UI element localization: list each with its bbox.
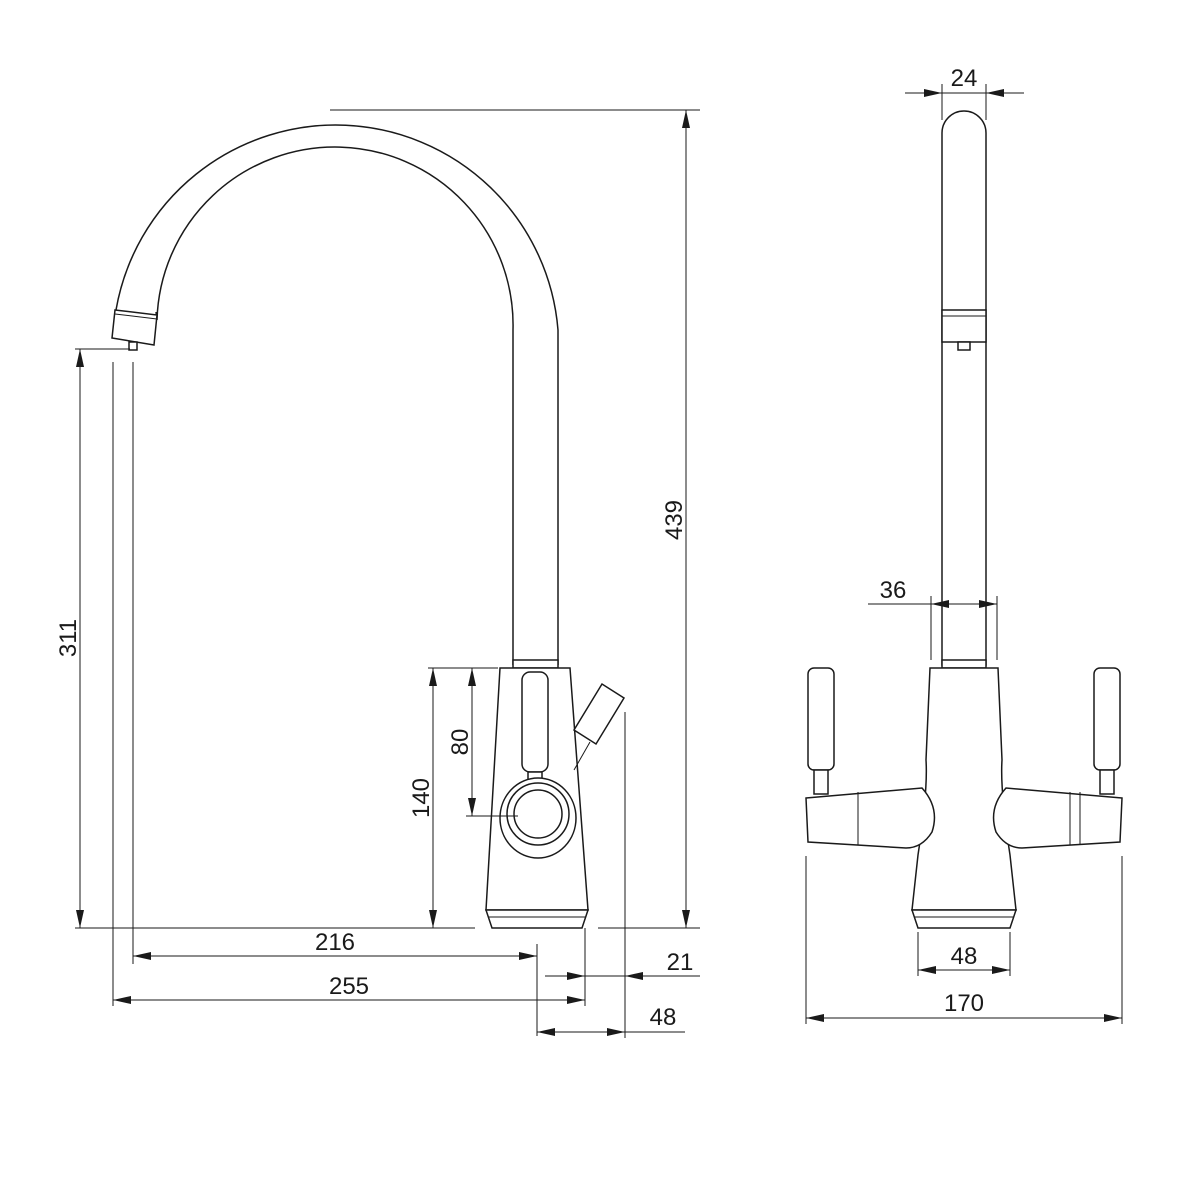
dim-255-label: 255 (329, 973, 369, 1000)
side-handle (572, 682, 626, 771)
dim-24-label: 24 (951, 65, 978, 92)
dim-48-side: 48 (537, 712, 685, 1038)
dim-439-label: 439 (661, 500, 688, 540)
left-handle (805, 667, 936, 849)
dim-48-front: 48 (917, 932, 1011, 976)
dim-24: 24 (905, 65, 1024, 120)
spout-collar (512, 659, 559, 669)
dim-216-label: 216 (315, 929, 355, 956)
dim-21: 21 (545, 928, 700, 1006)
dim-21-label: 21 (667, 949, 694, 976)
dim-311: 311 (55, 348, 130, 928)
dim-311-label: 311 (55, 619, 82, 657)
dim-36: 36 (868, 577, 998, 660)
dim-48-front-label: 48 (951, 943, 978, 970)
front-spout (941, 110, 987, 669)
dim-80-label: 80 (447, 729, 474, 756)
dim-48-side-label: 48 (650, 1004, 677, 1031)
control-knob (499, 777, 577, 859)
dim-140: 140 (408, 667, 498, 928)
dim-36-label: 36 (880, 577, 907, 604)
dim-439: 439 (330, 109, 700, 928)
dim-170: 170 (805, 856, 1123, 1024)
spout-outline (114, 124, 559, 665)
aerator (111, 309, 158, 351)
dim-216: 216 (133, 929, 538, 1036)
right-handle (992, 667, 1123, 849)
front-body (910, 667, 1018, 929)
dim-255: 255 (113, 973, 585, 1004)
front-view: 24 36 48 170 (805, 65, 1123, 1024)
dim-80: 80 (447, 668, 518, 817)
dim-170-label: 170 (944, 990, 984, 1017)
dim-140-label: 140 (408, 778, 435, 818)
side-view: 439 311 140 80 (55, 109, 700, 1038)
